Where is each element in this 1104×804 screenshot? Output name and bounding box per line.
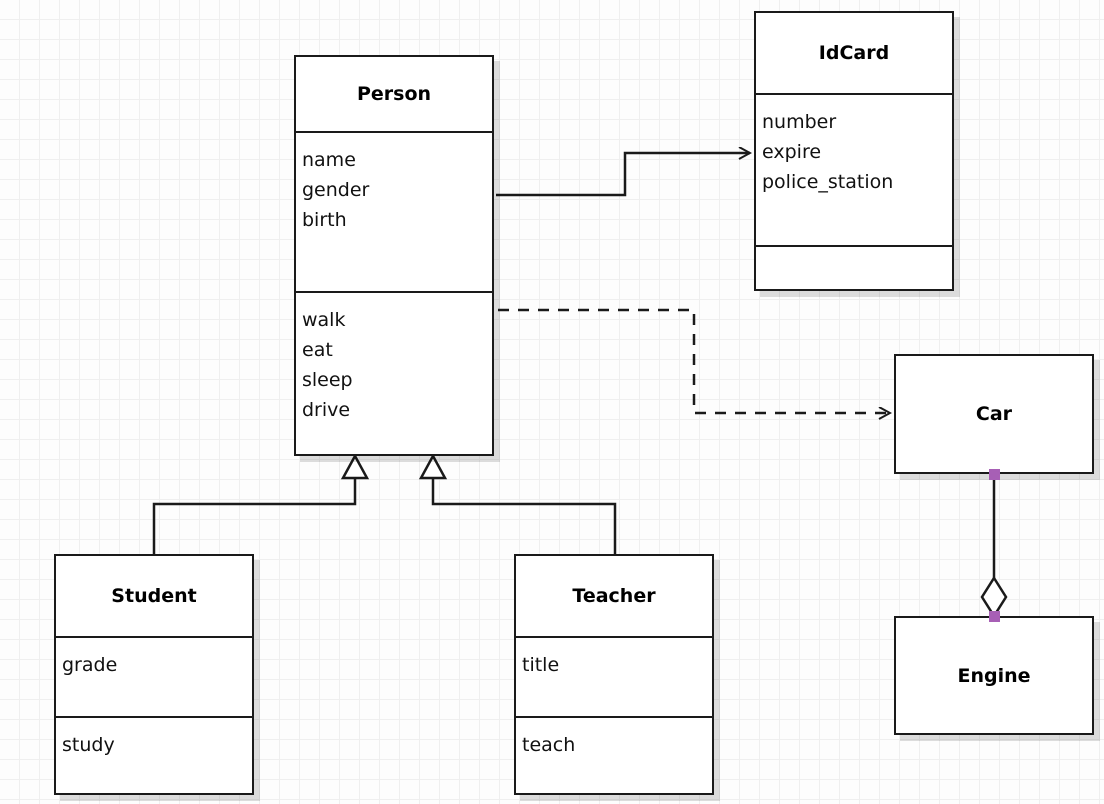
attribute-item: number (762, 111, 837, 133)
relationship-student-person[interactable] (152, 453, 370, 556)
relationship-person-idcard[interactable] (496, 153, 750, 197)
attributes-compartment-student: grade (56, 636, 252, 716)
attribute-item: gender (302, 179, 370, 201)
connection-handle-car-end[interactable] (989, 469, 1000, 480)
operation-item: teach (522, 734, 576, 756)
operations-compartment-teacher: teach (516, 716, 712, 793)
connection-handle-engine-end[interactable] (989, 611, 1000, 622)
relationship-car-engine[interactable] (980, 474, 1008, 619)
relationship-person-car[interactable] (498, 308, 890, 413)
attribute-item: birth (302, 209, 347, 231)
operations-compartment-person: walk eat sleep drive (296, 291, 492, 454)
relationship-teacher-person[interactable] (418, 453, 617, 556)
attribute-item: grade (62, 654, 118, 676)
uml-class-person[interactable]: Person name gender birth walk eat sleep … (294, 55, 494, 456)
attributes-compartment-idcard: number expire police_station (756, 93, 952, 245)
attributes-compartment-person: name gender birth (296, 131, 492, 291)
operation-item: study (62, 734, 115, 756)
class-title-teacher: Teacher (572, 585, 656, 607)
class-title-student: Student (111, 585, 197, 607)
class-title-person: Person (356, 83, 432, 105)
operation-item: sleep (302, 369, 353, 391)
attribute-item: title (522, 654, 560, 676)
operation-item: eat (302, 339, 333, 361)
operation-item: walk (302, 309, 346, 331)
uml-class-teacher[interactable]: Teacher title teach (514, 554, 714, 795)
uml-class-idcard[interactable]: IdCard number expire police_station (754, 11, 954, 291)
operations-compartment-student: study (56, 716, 252, 793)
uml-class-engine[interactable]: Engine (894, 616, 1094, 735)
attribute-item: police_station (762, 171, 894, 193)
class-title-car: Car (975, 403, 1013, 425)
operations-compartment-idcard (756, 245, 952, 289)
class-title-engine: Engine (957, 664, 1031, 687)
uml-class-car[interactable]: Car (894, 354, 1094, 474)
uml-class-student[interactable]: Student grade study (54, 554, 254, 795)
operation-item: drive (302, 399, 351, 421)
class-title-idcard: IdCard (818, 42, 890, 64)
attribute-item: expire (762, 141, 822, 163)
attributes-compartment-teacher: title (516, 636, 712, 716)
attribute-item: name (302, 149, 356, 171)
